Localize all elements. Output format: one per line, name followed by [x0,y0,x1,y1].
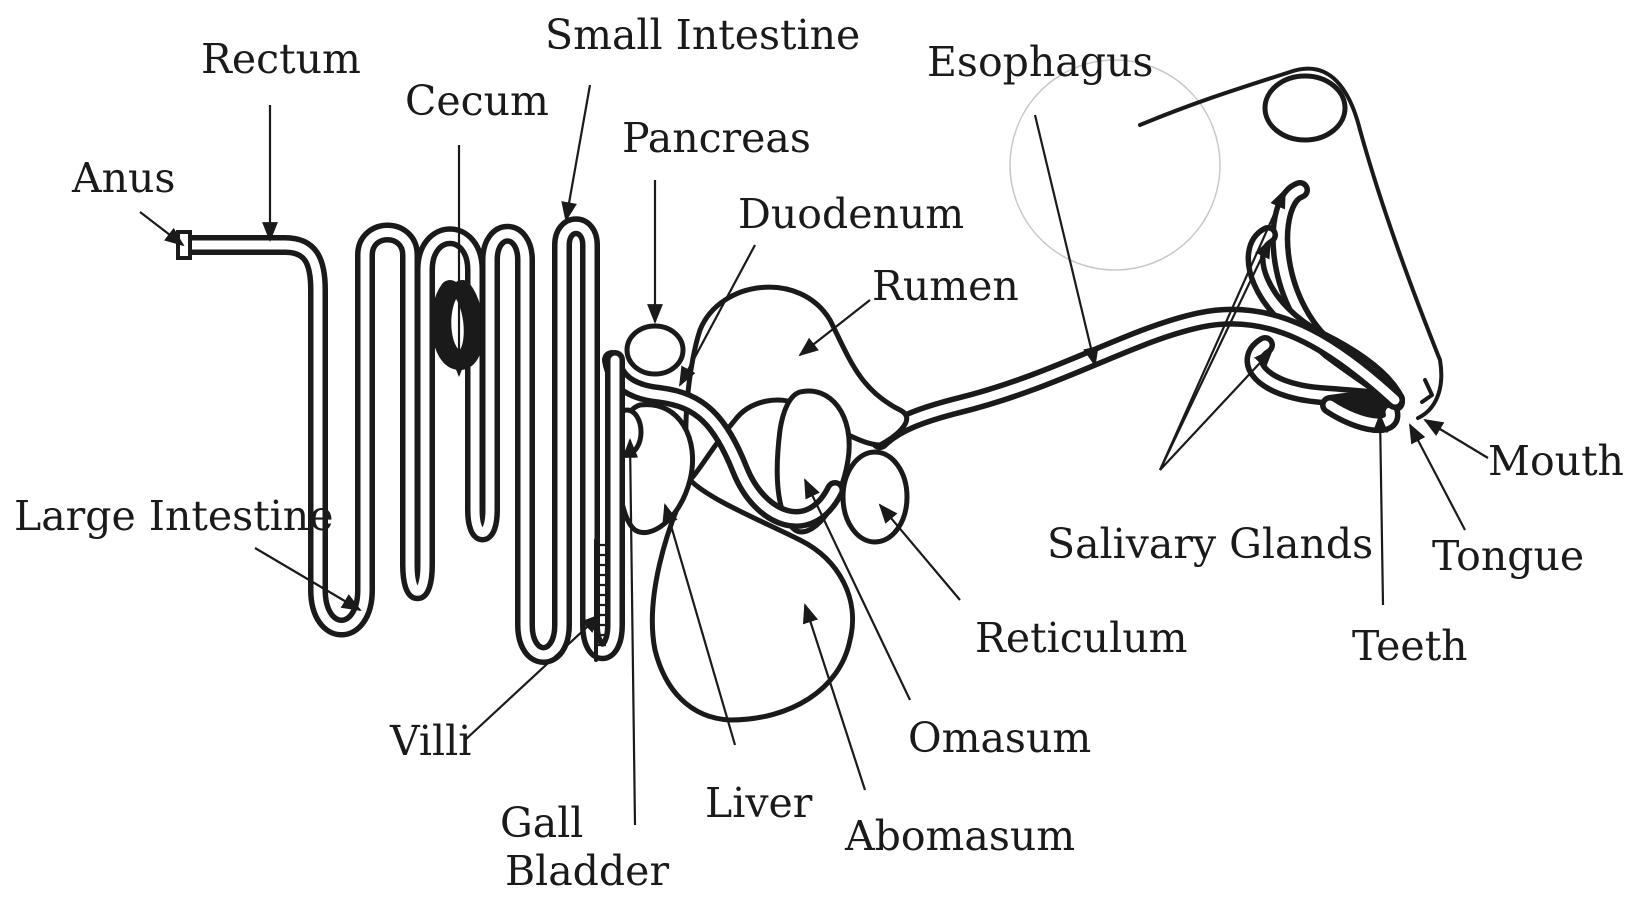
label-abomasum: Abomasum [844,812,1075,860]
faint-circle-artifact [1010,60,1220,270]
label-rectum: Rectum [201,35,361,83]
label-villi: Villi [389,717,471,765]
label-tongue: Tongue [1432,532,1584,580]
label-pancreas: Pancreas [622,114,811,162]
leader-mouth [1425,420,1488,458]
leader-anus [140,212,183,245]
label-gall: Gall [500,799,583,847]
label-small-intestine: Small Intestine [545,11,860,59]
label-mouth: Mouth [1488,437,1624,485]
label-cecum: Cecum [405,77,549,125]
leader-salivary-3 [1160,350,1272,470]
leader-tongue [1410,425,1465,530]
intestine-coils [178,226,615,655]
leader-reticulum [880,505,960,600]
label-omasum: Omasum [908,714,1091,762]
label-anus: Anus [71,154,175,202]
label-duodenum: Duodenum [738,190,964,238]
pancreas-shape [627,326,683,374]
label-large-intestine: Large Intestine [14,492,333,540]
leader-teeth [1380,415,1383,605]
label-bladder: Bladder [505,847,669,895]
reticulum-shape [843,452,907,542]
label-esophagus: Esophagus [927,38,1153,86]
esophagus-tube [880,317,1395,440]
label-teeth: Teeth [1352,622,1468,670]
leader-large-intestine [255,548,360,610]
leader-small-intestine [566,85,590,220]
label-reticulum: Reticulum [975,614,1188,662]
label-rumen: Rumen [872,262,1019,310]
label-salivary-glands: Salivary Glands [1047,520,1373,568]
leader-esophagus [1035,115,1095,365]
label-liver: Liver [705,779,813,827]
